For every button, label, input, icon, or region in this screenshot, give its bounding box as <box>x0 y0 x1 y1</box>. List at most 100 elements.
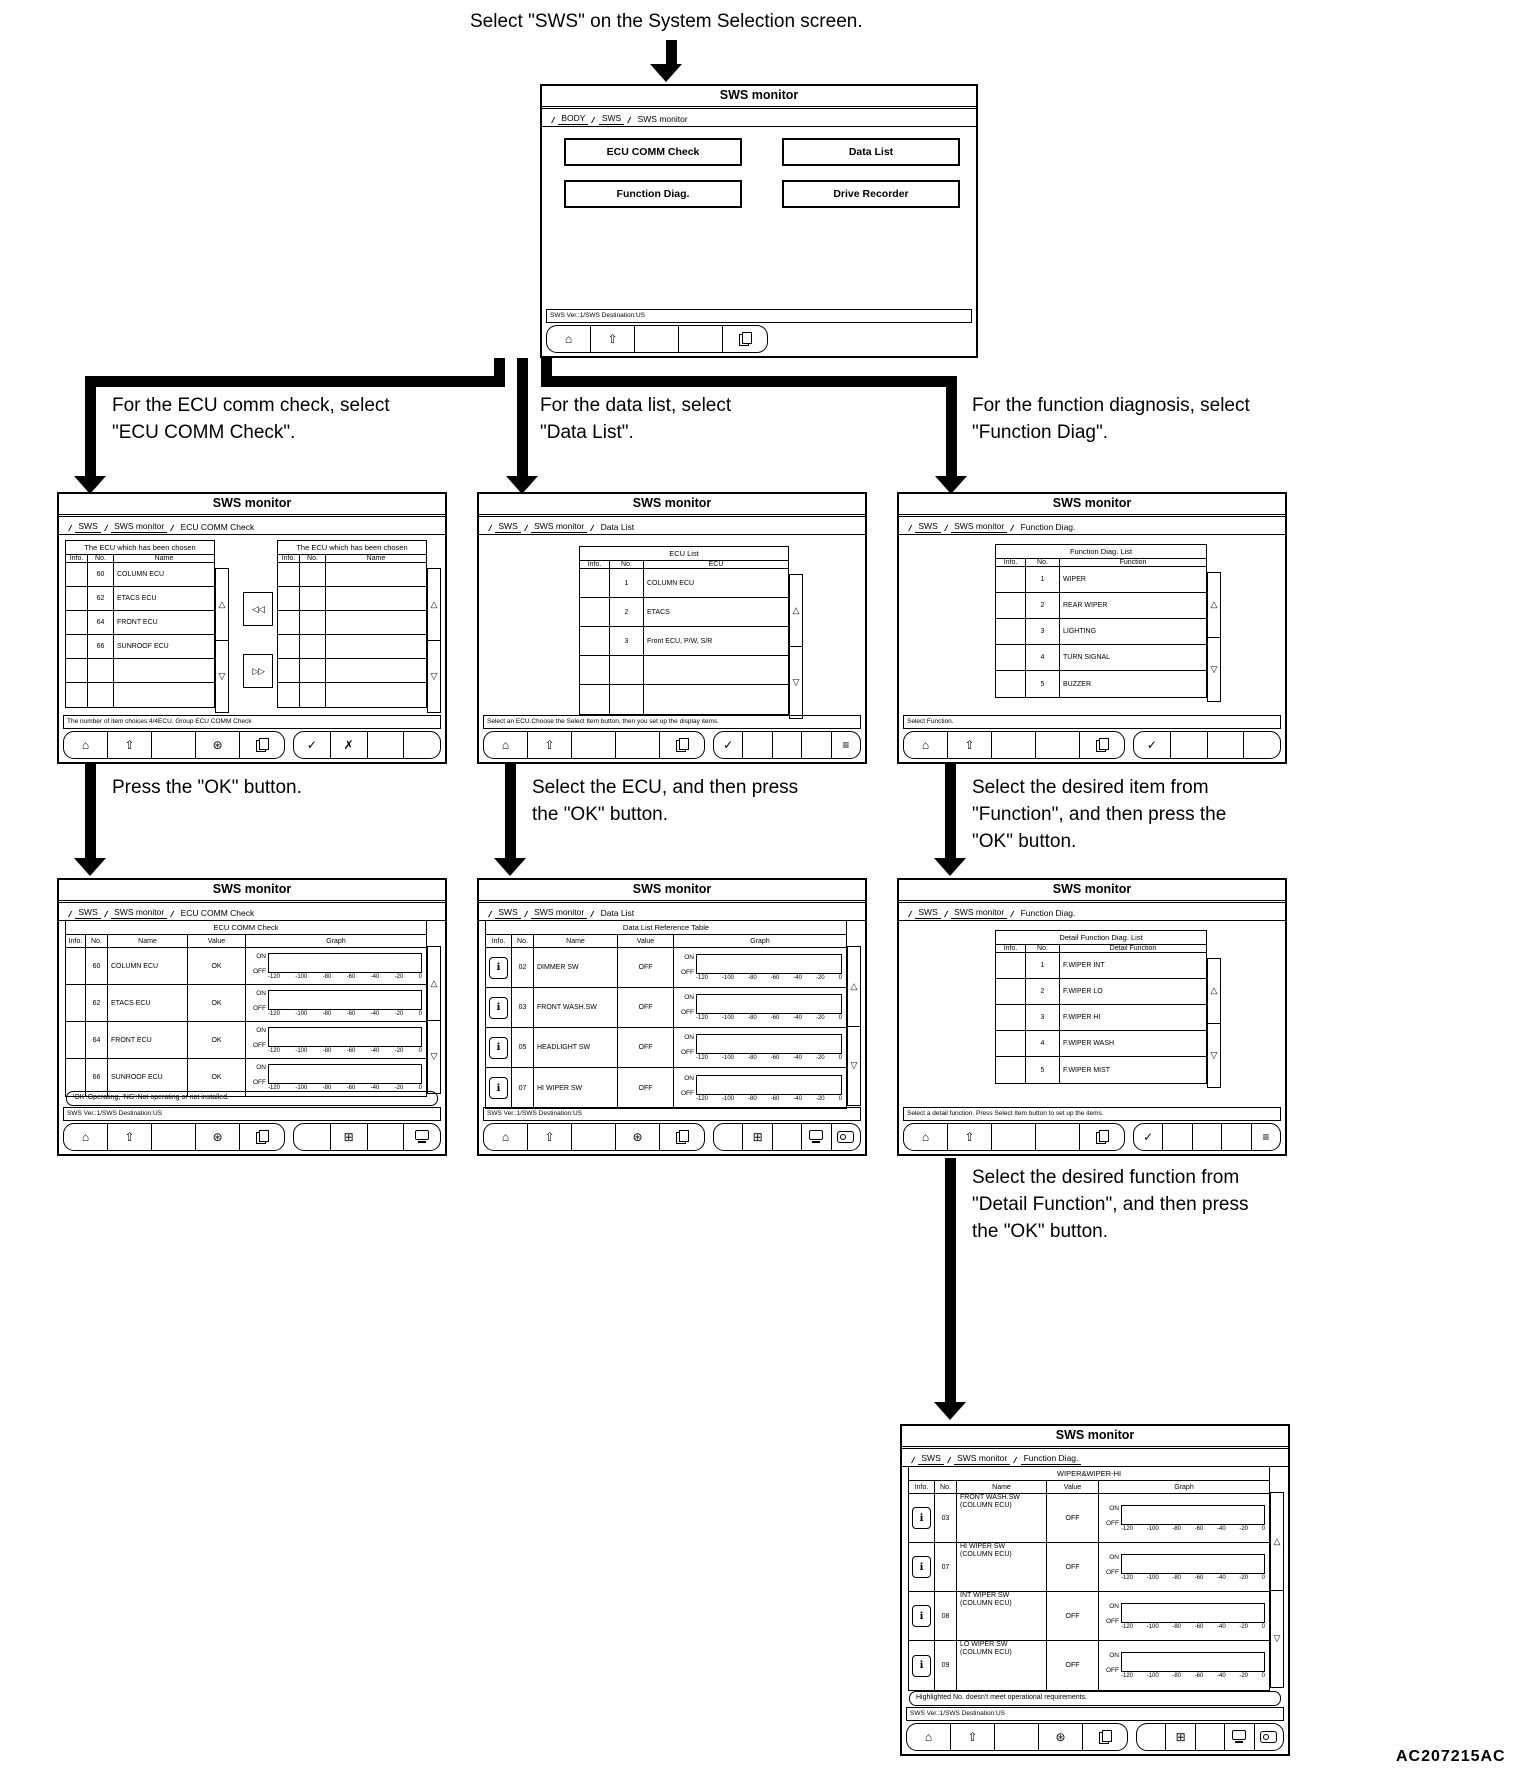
tab[interactable]: /SWS <box>485 521 521 533</box>
tab[interactable]: /Data List <box>589 522 635 533</box>
function-diag-button[interactable]: Function Diag. <box>564 180 742 208</box>
scroll-up-button[interactable]: △ <box>1208 573 1220 638</box>
home-button[interactable]: ⌂ <box>904 1124 948 1150</box>
back-button[interactable]: ⇧ <box>948 1124 992 1150</box>
table-view-button[interactable]: ⊞ <box>743 1124 773 1150</box>
scroll-down-button[interactable]: ▽ <box>216 641 228 712</box>
ok-button[interactable]: ✓ <box>1134 732 1171 758</box>
ecu-comm-check-button[interactable]: ECU COMM Check <box>564 138 742 166</box>
page-button[interactable] <box>240 732 284 758</box>
tab[interactable]: /SWS <box>65 907 101 919</box>
scroll-down-button[interactable]: ▽ <box>1208 638 1220 702</box>
tab[interactable]: /SWS monitor <box>521 907 588 919</box>
tab[interactable]: /Function Diag. <box>1009 908 1076 919</box>
monitor-view-button[interactable] <box>1225 1724 1255 1750</box>
info-button[interactable]: ℹ <box>912 1654 931 1677</box>
table-row[interactable] <box>278 611 426 635</box>
back-button[interactable]: ⇧ <box>948 732 992 758</box>
cancel-button[interactable]: ✗ <box>331 732 368 758</box>
tab[interactable]: /SWS monitor <box>101 521 168 533</box>
info-button[interactable]: ℹ <box>489 1036 508 1059</box>
scroll-up-button[interactable]: △ <box>1208 959 1220 1024</box>
scroll-down-button[interactable]: ▽ <box>790 647 802 718</box>
back-button[interactable]: ⇧ <box>108 1124 152 1150</box>
page-button[interactable] <box>660 732 704 758</box>
scroll-up-button[interactable]: △ <box>790 575 802 647</box>
table-row[interactable] <box>278 683 426 707</box>
ok-button[interactable]: ✓ <box>1134 1124 1164 1150</box>
table-view-button[interactable]: ⊞ <box>1166 1724 1196 1750</box>
tab[interactable]: /SWS <box>588 113 625 125</box>
info-button[interactable]: ℹ <box>912 1556 931 1578</box>
scroll-down-button[interactable]: ▽ <box>428 641 440 712</box>
tab[interactable]: /SWS <box>905 907 941 919</box>
home-button[interactable]: ⌂ <box>64 732 108 758</box>
comm-button[interactable]: ⊛ <box>616 1124 660 1150</box>
record-button[interactable] <box>832 1124 860 1150</box>
info-button[interactable]: ℹ <box>912 1605 931 1627</box>
record-button[interactable] <box>1255 1724 1283 1750</box>
table-row[interactable] <box>66 659 214 683</box>
drive-recorder-button[interactable]: Drive Recorder <box>782 180 960 208</box>
scroll-down-button[interactable]: ▽ <box>848 1027 860 1106</box>
scroll-down-button[interactable]: ▽ <box>1271 1591 1283 1688</box>
tab[interactable]: /SWS monitor <box>941 907 1008 919</box>
back-button[interactable]: ⇧ <box>108 732 152 758</box>
tab[interactable]: /ECU COMM Check <box>169 908 255 919</box>
transfer-right-button[interactable]: ▷▷ <box>243 654 273 688</box>
info-button[interactable]: ℹ <box>489 1077 508 1099</box>
home-button[interactable]: ⌂ <box>64 1124 108 1150</box>
info-button[interactable]: ℹ <box>912 1507 931 1529</box>
ok-button[interactable]: ✓ <box>714 732 744 758</box>
comm-button[interactable]: ⊛ <box>196 1124 240 1150</box>
home-button[interactable]: ⌂ <box>907 1724 951 1750</box>
table-row[interactable] <box>580 656 788 685</box>
tab[interactable]: /SWS <box>908 1453 944 1465</box>
scroll-up-button[interactable]: △ <box>428 569 440 641</box>
data-list-button[interactable]: Data List <box>782 138 960 166</box>
tab[interactable]: /Function Diag. <box>1010 1453 1082 1465</box>
table-row[interactable] <box>580 685 788 714</box>
tab[interactable]: /SWS monitor <box>101 907 168 919</box>
tab[interactable]: /BODY <box>548 113 589 125</box>
scroll-up-button[interactable]: △ <box>216 569 228 641</box>
tab[interactable]: /Data List <box>589 908 635 919</box>
monitor-view-button[interactable] <box>404 1124 440 1150</box>
tab[interactable]: /SWS monitor <box>941 521 1008 533</box>
select-item-button[interactable]: ≡ <box>832 732 860 758</box>
table-row[interactable] <box>278 659 426 683</box>
scroll-up-button[interactable]: △ <box>1271 1493 1283 1591</box>
table-row[interactable] <box>66 683 214 707</box>
page-button[interactable] <box>1083 1724 1127 1750</box>
home-button[interactable]: ⌂ <box>484 1124 528 1150</box>
select-item-button[interactable]: ≡ <box>1252 1124 1280 1150</box>
scroll-down-button[interactable]: ▽ <box>1208 1024 1220 1088</box>
back-button[interactable]: ⇧ <box>591 326 635 352</box>
tab[interactable]: /SWS monitor <box>521 521 588 533</box>
page-button[interactable] <box>240 1124 284 1150</box>
page-button[interactable] <box>723 326 767 352</box>
table-row[interactable] <box>278 635 426 659</box>
tab[interactable]: /Function Diag. <box>1009 522 1076 533</box>
back-button[interactable]: ⇧ <box>951 1724 995 1750</box>
home-button[interactable]: ⌂ <box>547 326 591 352</box>
comm-button[interactable]: ⊛ <box>196 732 240 758</box>
home-button[interactable]: ⌂ <box>904 732 948 758</box>
scroll-up-button[interactable]: △ <box>428 947 440 1021</box>
table-row[interactable] <box>278 563 426 587</box>
table-view-button[interactable]: ⊞ <box>331 1124 368 1150</box>
back-button[interactable]: ⇧ <box>528 732 572 758</box>
